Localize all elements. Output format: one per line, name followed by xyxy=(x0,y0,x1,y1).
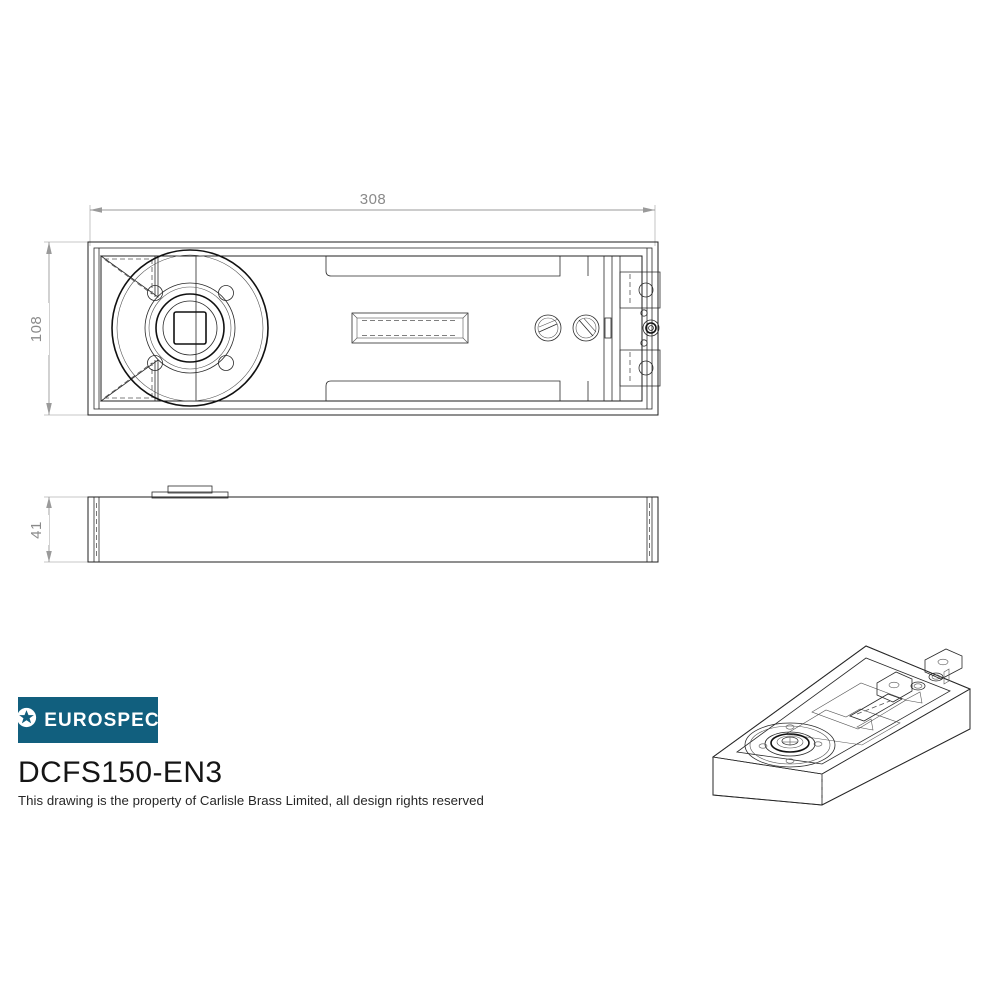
iso-top-face xyxy=(711,645,971,775)
hub-bolt-hole xyxy=(218,355,234,371)
iso-inner-well xyxy=(735,657,951,765)
view-isometric xyxy=(711,645,971,806)
hub-bolt-hole xyxy=(147,285,163,301)
title-block: EUROSPEC DCFS150-EN3 This drawing is the… xyxy=(16,697,538,808)
top-view-cover-slot xyxy=(351,312,469,344)
front-view-body xyxy=(87,496,659,563)
iso-spindle-hub xyxy=(744,722,836,768)
top-view-end-brackets xyxy=(604,271,661,387)
front-view-spindle-tab xyxy=(151,485,229,499)
view-top xyxy=(87,241,661,416)
iso-adjuster-screws xyxy=(910,672,944,691)
top-view-corner-chamfers xyxy=(99,255,159,402)
bracket-fixing-hole xyxy=(638,360,654,376)
top-view-spindle-hub xyxy=(111,249,269,407)
adjuster-screw-2 xyxy=(572,314,600,342)
dimension-height-value: 41 xyxy=(28,521,45,539)
iso-end-brackets xyxy=(856,648,963,731)
top-view-base-plate xyxy=(100,255,643,402)
adjuster-screw-1 xyxy=(534,314,562,342)
copyright-note: This drawing is the property of Carlisle… xyxy=(18,792,484,808)
top-view-outer-case xyxy=(87,241,659,416)
dimension-width-value: 108 xyxy=(28,316,45,343)
eurospec-wordmark: EUROSPEC xyxy=(44,709,160,731)
top-view-adjuster-screws xyxy=(534,314,600,342)
bracket-fixing-hole xyxy=(638,282,654,298)
dimension-width-108: 108 xyxy=(28,241,92,416)
hub-bolt-hole xyxy=(218,285,234,301)
spindle-square-drive xyxy=(173,311,207,345)
end-plate-boss xyxy=(642,319,660,337)
star-in-circle-icon xyxy=(16,707,37,733)
eurospec-logo: EUROSPEC xyxy=(16,697,160,743)
dimension-height-41: 41 xyxy=(28,496,92,563)
dimension-length-value: 308 xyxy=(360,191,387,208)
dimension-length-308: 308 xyxy=(89,190,656,246)
hub-bolt-hole xyxy=(147,355,163,371)
iso-right-face xyxy=(821,688,971,806)
view-front xyxy=(87,485,659,563)
part-number: DCFS150-EN3 xyxy=(18,756,223,789)
iso-case-silhouette xyxy=(712,645,971,806)
top-view-body-channel xyxy=(195,255,605,402)
iso-cover-slot xyxy=(849,693,903,722)
top-view-inner-rim xyxy=(93,247,653,410)
